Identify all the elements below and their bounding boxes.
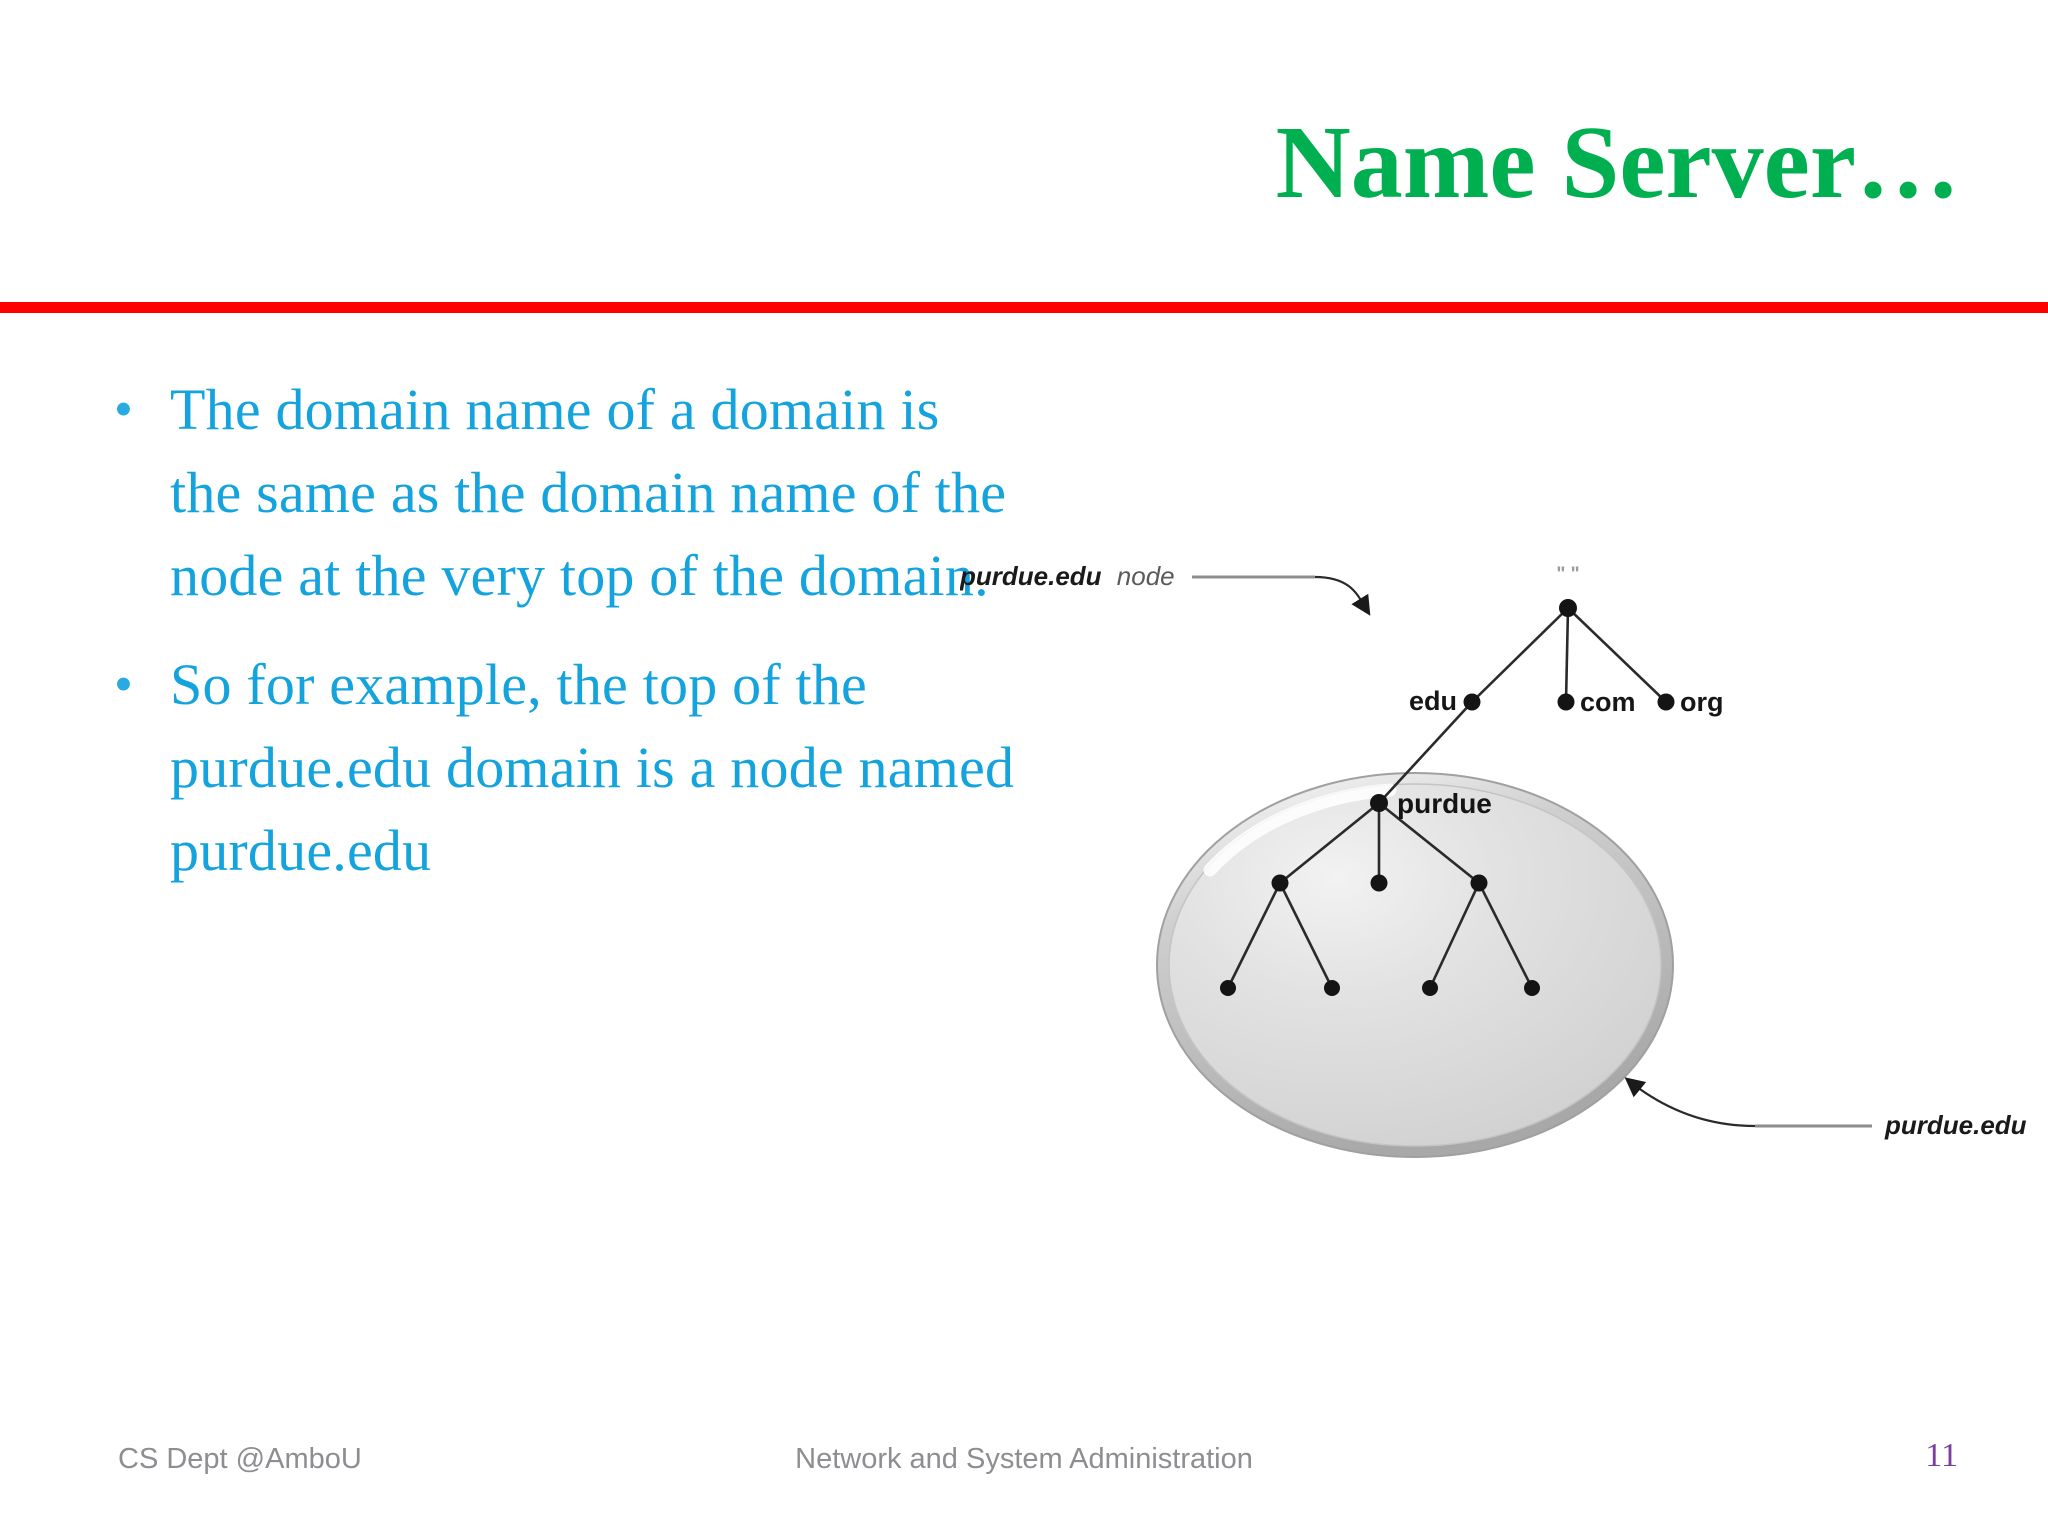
callout-node-italic: node (1117, 561, 1175, 591)
callout-purdue-edu-node: purdue.edu node (960, 561, 1371, 616)
svg-text:purdue.edu node: purdue.edu node (960, 561, 1175, 591)
callout-domain-bold: purdue.edu (1884, 1110, 2027, 1140)
bullet-marker-icon: • (114, 379, 133, 439)
node-org (1657, 693, 1675, 711)
bullet-list: • The domain name of a domain is the sam… (100, 368, 1020, 918)
node-com (1557, 693, 1575, 711)
bullet-text: So for example, the top of the purdue.ed… (170, 652, 1015, 883)
svg-text:purdue.edu domain: purdue.edu domain (1884, 1110, 2030, 1140)
callout-purdue-edu-domain: purdue.edu domain (1624, 1077, 2030, 1140)
footer-center-text: Network and System Administration (795, 1443, 1253, 1475)
node-purdue-child-right (1470, 874, 1488, 892)
page-title: Name Server… (1275, 105, 1960, 220)
node-root (1559, 599, 1577, 617)
root-label: " " (1556, 564, 1579, 585)
dns-tree-edges (1226, 607, 1667, 989)
dns-domain-diagram: " " edu com org purdue purdue.edu node p… (960, 540, 2030, 1200)
node-leaf-4 (1524, 980, 1540, 996)
org-label: org (1680, 687, 1724, 717)
callout-node-bold: purdue.edu (960, 561, 1102, 591)
bullet-marker-icon: • (114, 654, 133, 714)
node-edu (1463, 693, 1481, 711)
title-divider-rule (0, 302, 2048, 313)
node-leaf-1 (1220, 980, 1236, 996)
node-purdue-child-mid (1370, 874, 1388, 892)
list-item: • The domain name of a domain is the sam… (100, 368, 1020, 617)
dns-tree-nodes (1220, 599, 1675, 996)
bullet-text: The domain name of a domain is the same … (170, 377, 1007, 608)
node-purdue-child-left (1271, 874, 1289, 892)
list-item: • So for example, the top of the purdue.… (100, 643, 1020, 892)
purdue-label: purdue (1397, 788, 1492, 819)
node-purdue (1370, 794, 1388, 812)
page-number: 11 (1925, 1437, 1958, 1474)
edu-label: edu (1409, 686, 1457, 716)
com-label: com (1580, 687, 1636, 717)
footer-left-text: CS Dept @AmboU (118, 1443, 362, 1475)
node-leaf-3 (1422, 980, 1438, 996)
node-leaf-2 (1324, 980, 1340, 996)
